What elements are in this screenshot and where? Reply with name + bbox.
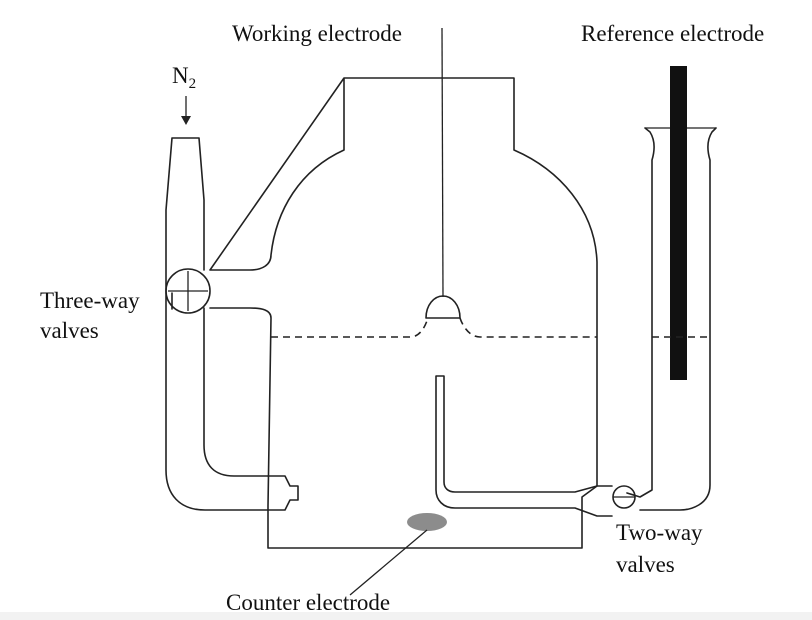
three-way-valves-label-line2: valves <box>40 318 99 343</box>
gas-inlet-tube <box>165 137 269 511</box>
electrolyte-level-left <box>271 317 429 338</box>
three-way-valves-label-line1: Three-way <box>40 288 140 313</box>
reference-electrode-label: Reference electrode <box>581 21 764 46</box>
two-way-valves-label-line2: valves <box>616 552 675 577</box>
working-electrode-label: Working electrode <box>232 21 402 46</box>
working-electrode-wire <box>441 27 444 298</box>
two-way-valve <box>612 485 636 509</box>
nitrogen-subscript: 2 <box>189 76 197 92</box>
gas-inlet-nozzle <box>267 475 299 511</box>
luggin-capillary <box>435 375 613 517</box>
electrolyte-level-right <box>459 317 597 338</box>
nitrogen-arrow-head <box>181 116 191 125</box>
cell-body <box>209 77 598 549</box>
reference-electrode-rod <box>670 66 687 380</box>
nitrogen-symbol: N <box>172 63 189 88</box>
two-way-valves-label-line1: Two-way <box>616 520 703 545</box>
reference-compartment <box>626 127 717 511</box>
nitrogen-label: N2 <box>172 63 196 92</box>
counter-electrode-label: Counter electrode <box>226 590 390 615</box>
three-way-valve <box>165 268 211 314</box>
working-electrode-tip <box>425 295 461 319</box>
bottom-strip <box>0 612 812 620</box>
counter-electrode <box>407 513 447 531</box>
counter-electrode-pointer <box>349 529 428 596</box>
